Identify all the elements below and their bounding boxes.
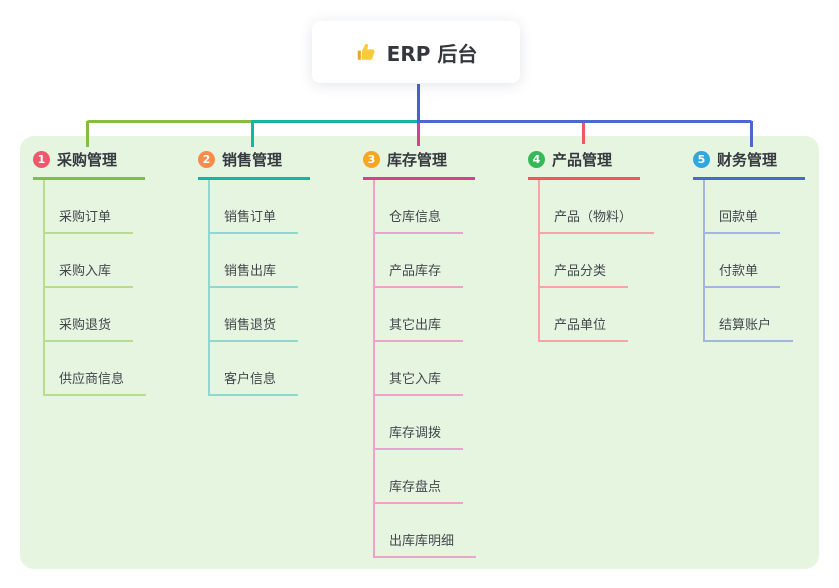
- branch-finance-header[interactable]: 5 财务管理: [693, 146, 805, 180]
- branch-number-badge: 4: [528, 150, 545, 168]
- branch2-spine-line: [251, 120, 419, 123]
- branch-title: 财务管理: [717, 150, 778, 169]
- branch-sales-header[interactable]: 2 销售管理: [198, 146, 310, 180]
- branch-number-badge: 1: [33, 150, 50, 168]
- branch-sales-children: 销售订单 销售出库 销售退货 客户信息: [208, 180, 310, 396]
- branch-purchase-children: 采购订单 采购入库 采购退货 供应商信息: [43, 180, 147, 396]
- branches-panel: [20, 136, 819, 569]
- child-node[interactable]: 产品（物料）: [540, 206, 655, 234]
- branch-title: 库存管理: [387, 150, 448, 169]
- child-node[interactable]: 库存盘点: [375, 476, 464, 504]
- child-node[interactable]: 采购订单: [45, 206, 134, 234]
- branch-finance: 5 财务管理 回款单 付款单 结算账户: [693, 146, 805, 342]
- child-node[interactable]: 采购退货: [45, 314, 134, 342]
- child-node[interactable]: 结算账户: [705, 314, 794, 342]
- branch-title: 采购管理: [57, 150, 118, 169]
- branch-title: 销售管理: [222, 150, 283, 169]
- root-title: ERP 后台: [386, 41, 478, 66]
- branch-product-children: 产品（物料） 产品分类 产品单位: [538, 180, 655, 342]
- branch-inventory-header[interactable]: 3 库存管理: [363, 146, 475, 180]
- branch1-drop-line: [86, 121, 89, 147]
- child-node[interactable]: 回款单: [705, 206, 781, 234]
- branch-sales: 2 销售管理 销售订单 销售出库 销售退货 客户信息: [198, 146, 310, 396]
- branch-title: 产品管理: [552, 150, 613, 169]
- branch-inventory-children: 仓库信息 产品库存 其它出库 其它入库 库存调拨 库存盘点 出库库明细: [373, 180, 477, 558]
- child-node[interactable]: 仓库信息: [375, 206, 464, 234]
- branch-inventory: 3 库存管理 仓库信息 产品库存 其它出库 其它入库 库存调拨 库存盘点 出库库…: [363, 146, 477, 558]
- branch-purchase-header[interactable]: 1 采购管理: [33, 146, 145, 180]
- branch4-drop-line: [582, 121, 585, 144]
- branch2-drop-line: [251, 121, 254, 147]
- thumbs-up-icon: [355, 41, 377, 63]
- child-node[interactable]: 产品库存: [375, 260, 464, 288]
- branch-number-badge: 2: [198, 150, 215, 168]
- branch-number-badge: 3: [363, 150, 380, 168]
- child-node[interactable]: 销售出库: [210, 260, 299, 288]
- branch-number-badge: 5: [693, 150, 710, 168]
- branch5-drop-line: [750, 121, 753, 147]
- child-node[interactable]: 客户信息: [210, 368, 299, 396]
- branch-product-header[interactable]: 4 产品管理: [528, 146, 640, 180]
- child-node[interactable]: 其它入库: [375, 368, 464, 396]
- branch1-spine-line: [86, 120, 254, 123]
- root-connector-line: [417, 84, 420, 122]
- child-node[interactable]: 其它出库: [375, 314, 464, 342]
- branch-finance-children: 回款单 付款单 结算账户: [703, 180, 805, 342]
- child-node[interactable]: 出库库明细: [375, 530, 477, 558]
- child-node[interactable]: 产品分类: [540, 260, 629, 288]
- child-node[interactable]: 供应商信息: [45, 368, 147, 396]
- branch-product: 4 产品管理 产品（物料） 产品分类 产品单位: [528, 146, 655, 342]
- child-node[interactable]: 销售订单: [210, 206, 299, 234]
- branch-purchase: 1 采购管理 采购订单 采购入库 采购退货 供应商信息: [33, 146, 147, 396]
- child-node[interactable]: 付款单: [705, 260, 781, 288]
- root-node[interactable]: ERP 后台: [312, 21, 520, 83]
- child-node[interactable]: 库存调拨: [375, 422, 464, 450]
- branch3-drop-line: [417, 121, 420, 146]
- child-node[interactable]: 采购入库: [45, 260, 134, 288]
- branch5-spine-line: [417, 120, 753, 123]
- child-node[interactable]: 销售退货: [210, 314, 299, 342]
- child-node[interactable]: 产品单位: [540, 314, 629, 342]
